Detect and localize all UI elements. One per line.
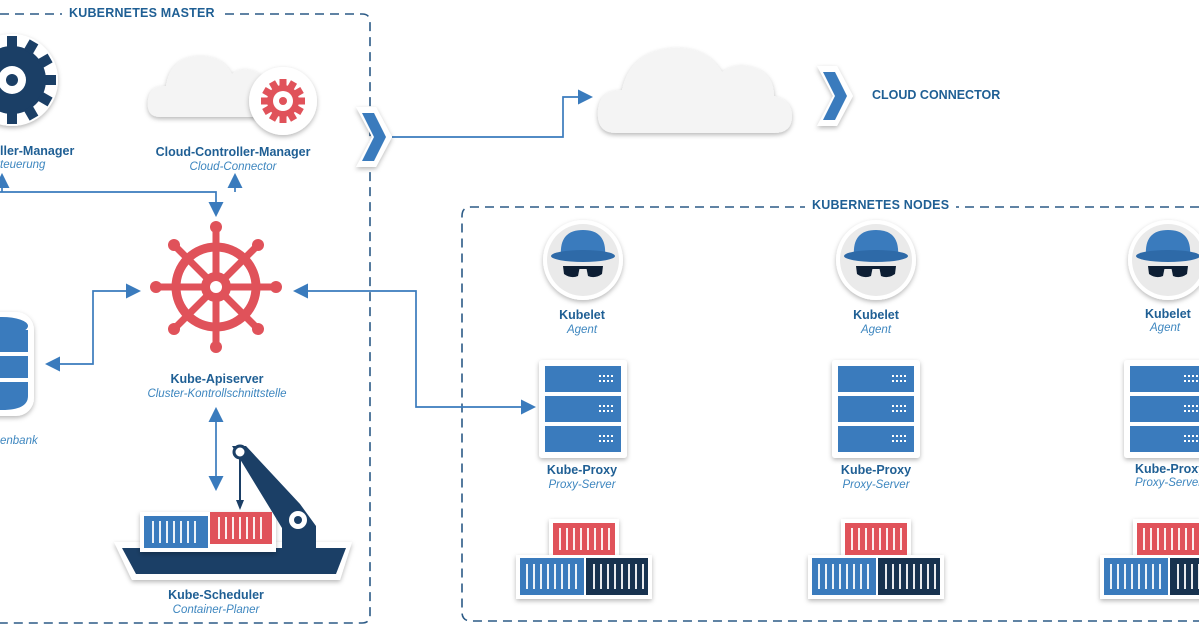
kube-proxy-subtitle: Proxy-Server xyxy=(548,479,616,491)
container-stack-icon xyxy=(1100,519,1199,599)
kubelet-label: Kubelet Agent xyxy=(1145,308,1191,334)
container-stack-icon xyxy=(808,519,944,599)
kube-proxy-subtitle: Proxy-Server xyxy=(842,479,910,491)
server-rack-icon xyxy=(539,360,627,458)
kubelet-subtitle: Agent xyxy=(566,324,598,336)
controller-manager-subtitle: teuerung xyxy=(0,158,46,171)
server-rack-icon xyxy=(1124,360,1199,458)
kubelet-label: Kubelet Agent xyxy=(853,308,899,336)
apiserver-label: Kube-Apiserver Cluster-Kontrollschnittst… xyxy=(147,372,286,400)
ship-wheel-icon xyxy=(150,221,282,353)
etcd-label: enbank xyxy=(0,434,38,448)
controller-manager-title: ller-Manager xyxy=(0,144,75,158)
apiserver-subtitle: Cluster-Kontrollschnittstelle xyxy=(147,388,287,400)
gear-icon xyxy=(0,34,58,126)
scheduler-title: Kube-Scheduler xyxy=(168,588,264,602)
master-section-label: KUBERNETES MASTER xyxy=(62,7,222,20)
cloud-controller-manager-title: Cloud-Controller-Manager xyxy=(155,145,311,159)
container-stack-icon xyxy=(516,519,652,599)
controller-manager-label: ller-Manager teuerung xyxy=(0,145,74,171)
arrow-cloud xyxy=(392,89,594,138)
master-frame xyxy=(0,13,371,624)
cloud-icon xyxy=(597,47,792,133)
cloud-controller-manager-label: Cloud-Controller-Manager Cloud-Connector xyxy=(156,145,311,173)
arrow-api-proxy xyxy=(292,283,537,415)
etcd-subtitle: enbank xyxy=(0,435,38,447)
arrow-db-api xyxy=(44,283,142,372)
kubelet-subtitle: Agent xyxy=(860,324,892,336)
agent-icon xyxy=(1128,220,1199,300)
arrow-cm-api xyxy=(0,191,224,218)
kubelet-title: Kubelet xyxy=(853,308,899,322)
scheduler-label: Kube-Scheduler Container-Planer xyxy=(168,588,264,616)
kube-proxy-label: Kube-Proxy Proxy-Server xyxy=(1135,463,1199,489)
server-rack-icon xyxy=(832,360,920,458)
apiserver-title: Kube-Apiserver xyxy=(170,372,264,386)
cloud-controller-manager-subtitle: Cloud-Connector xyxy=(189,161,277,173)
chevron-right-icon xyxy=(356,107,392,167)
kubelet-title: Kubelet xyxy=(559,308,605,322)
cargo-ship-icon xyxy=(114,444,352,580)
database-icon xyxy=(0,312,34,416)
kubelet-label: Kubelet Agent xyxy=(559,308,605,336)
kube-proxy-title: Kube-Proxy xyxy=(546,463,618,477)
agent-icon xyxy=(543,220,623,300)
kubelet-title: Kubelet xyxy=(1145,307,1191,321)
cloud-connector-label: CLOUD CONNECTOR xyxy=(872,88,1001,102)
agent-icon xyxy=(836,220,916,300)
cloud-connector-chevron-icon xyxy=(817,66,853,126)
nodes-section-label: KUBERNETES NODES xyxy=(805,199,957,212)
scheduler-subtitle: Container-Planer xyxy=(172,604,260,616)
cloud-gear-icon xyxy=(147,55,317,135)
kube-proxy-label: Kube-Proxy Proxy-Server xyxy=(841,463,911,491)
kube-proxy-subtitle: Proxy-Server xyxy=(1135,476,1199,489)
kube-proxy-title: Kube-Proxy xyxy=(1135,462,1199,476)
kube-proxy-label: Kube-Proxy Proxy-Server xyxy=(547,463,617,491)
kube-proxy-title: Kube-Proxy xyxy=(840,463,912,477)
kubelet-subtitle: Agent xyxy=(1150,321,1181,334)
